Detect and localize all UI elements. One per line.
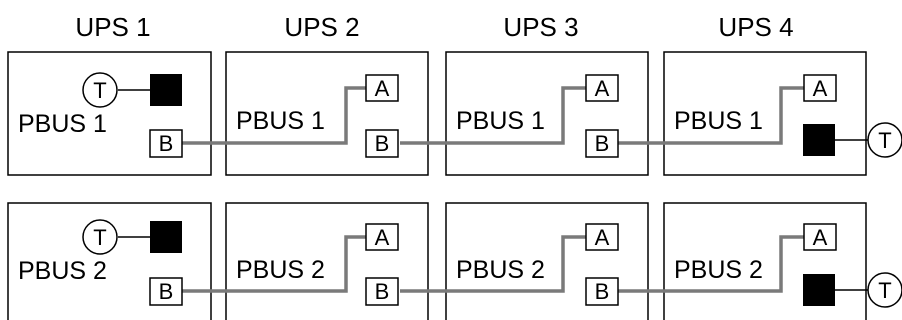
port-b-label: B	[159, 279, 174, 304]
ups-4-header: UPS 4	[718, 12, 793, 42]
ups-3-header: UPS 3	[503, 12, 578, 42]
terminator-icon	[867, 272, 902, 308]
terminator-icon	[82, 219, 118, 255]
port-b-label: B	[595, 279, 610, 304]
pbus-2-cable-ups1-ups2	[182, 235, 366, 293]
ups-3-pbus-2-port-b	[585, 277, 619, 306]
pbus-1-cable-ups1-ups2	[182, 86, 366, 145]
connector-block-icon	[150, 74, 182, 106]
connector-block-icon	[803, 124, 835, 156]
ups-4-pbus-1-port-a	[803, 74, 837, 102]
connector-block-icon	[803, 274, 835, 306]
pbus-2-row: T PBUS 2 B PBUS 2 A B PBUS 2 A B PBUS 2 …	[7, 202, 902, 320]
ups-3-pbus-2-label: PBUS 2	[456, 256, 545, 284]
port-b-label: B	[595, 131, 610, 156]
port-a-label: A	[813, 76, 828, 101]
pbus-2-cable-ups2-ups3	[400, 235, 586, 293]
ups-1-pbus-1-label: PBUS 1	[18, 110, 107, 138]
ups-1-header: UPS 1	[75, 12, 150, 42]
terminator-icon	[82, 72, 118, 108]
terminator-label: T	[878, 278, 891, 303]
ups-1-pbus-2-port-b	[149, 277, 183, 306]
connector-block-icon	[150, 221, 182, 253]
port-a-label: A	[595, 76, 610, 101]
ups-2-pbus-1-label: PBUS 1	[236, 107, 325, 135]
pbus-1-cable-ups2-ups3	[400, 86, 586, 145]
ups-4-pbus-2-label: PBUS 2	[674, 256, 763, 284]
ups-2-header: UPS 2	[284, 12, 359, 42]
terminator-label: T	[93, 225, 106, 250]
ups-2-pbus-2-label: PBUS 2	[236, 256, 325, 284]
ups-1-pbus-2-label: PBUS 2	[18, 257, 107, 285]
port-a-label: A	[375, 225, 390, 250]
pbus-1-row: T PBUS 1 B PBUS 1 A B PBUS 1 A B PBUS 1 …	[7, 51, 902, 176]
pbus-1-cable-ups3-ups4	[618, 86, 804, 145]
ups-3-pbus-1-port-b	[585, 129, 619, 158]
port-a-label: A	[813, 225, 828, 250]
port-a-label: A	[595, 225, 610, 250]
ups-3-pbus-1-label: PBUS 1	[456, 107, 545, 135]
port-a-label: A	[375, 76, 390, 101]
ups-2-pbus-2-port-b	[365, 277, 399, 306]
ups-2-pbus-2-port-a	[365, 223, 399, 251]
ups-4-pbus-2-port-a	[803, 223, 837, 251]
ups-2-pbus-1-port-a	[365, 74, 399, 102]
ups-3-pbus-1-port-a	[585, 74, 619, 102]
ups-1-pbus-1-port-b	[149, 129, 183, 158]
terminator-label: T	[878, 128, 891, 153]
ups-3-pbus-2-port-a	[585, 223, 619, 251]
ups-2-pbus-1-port-b	[365, 129, 399, 158]
port-b-label: B	[159, 131, 174, 156]
port-b-label: B	[375, 131, 390, 156]
pbus-2-cable-ups3-ups4	[618, 235, 804, 293]
ups-4-pbus-1-label: PBUS 1	[674, 107, 763, 135]
terminator-label: T	[93, 78, 106, 103]
port-b-label: B	[375, 279, 390, 304]
terminator-icon	[867, 122, 902, 158]
